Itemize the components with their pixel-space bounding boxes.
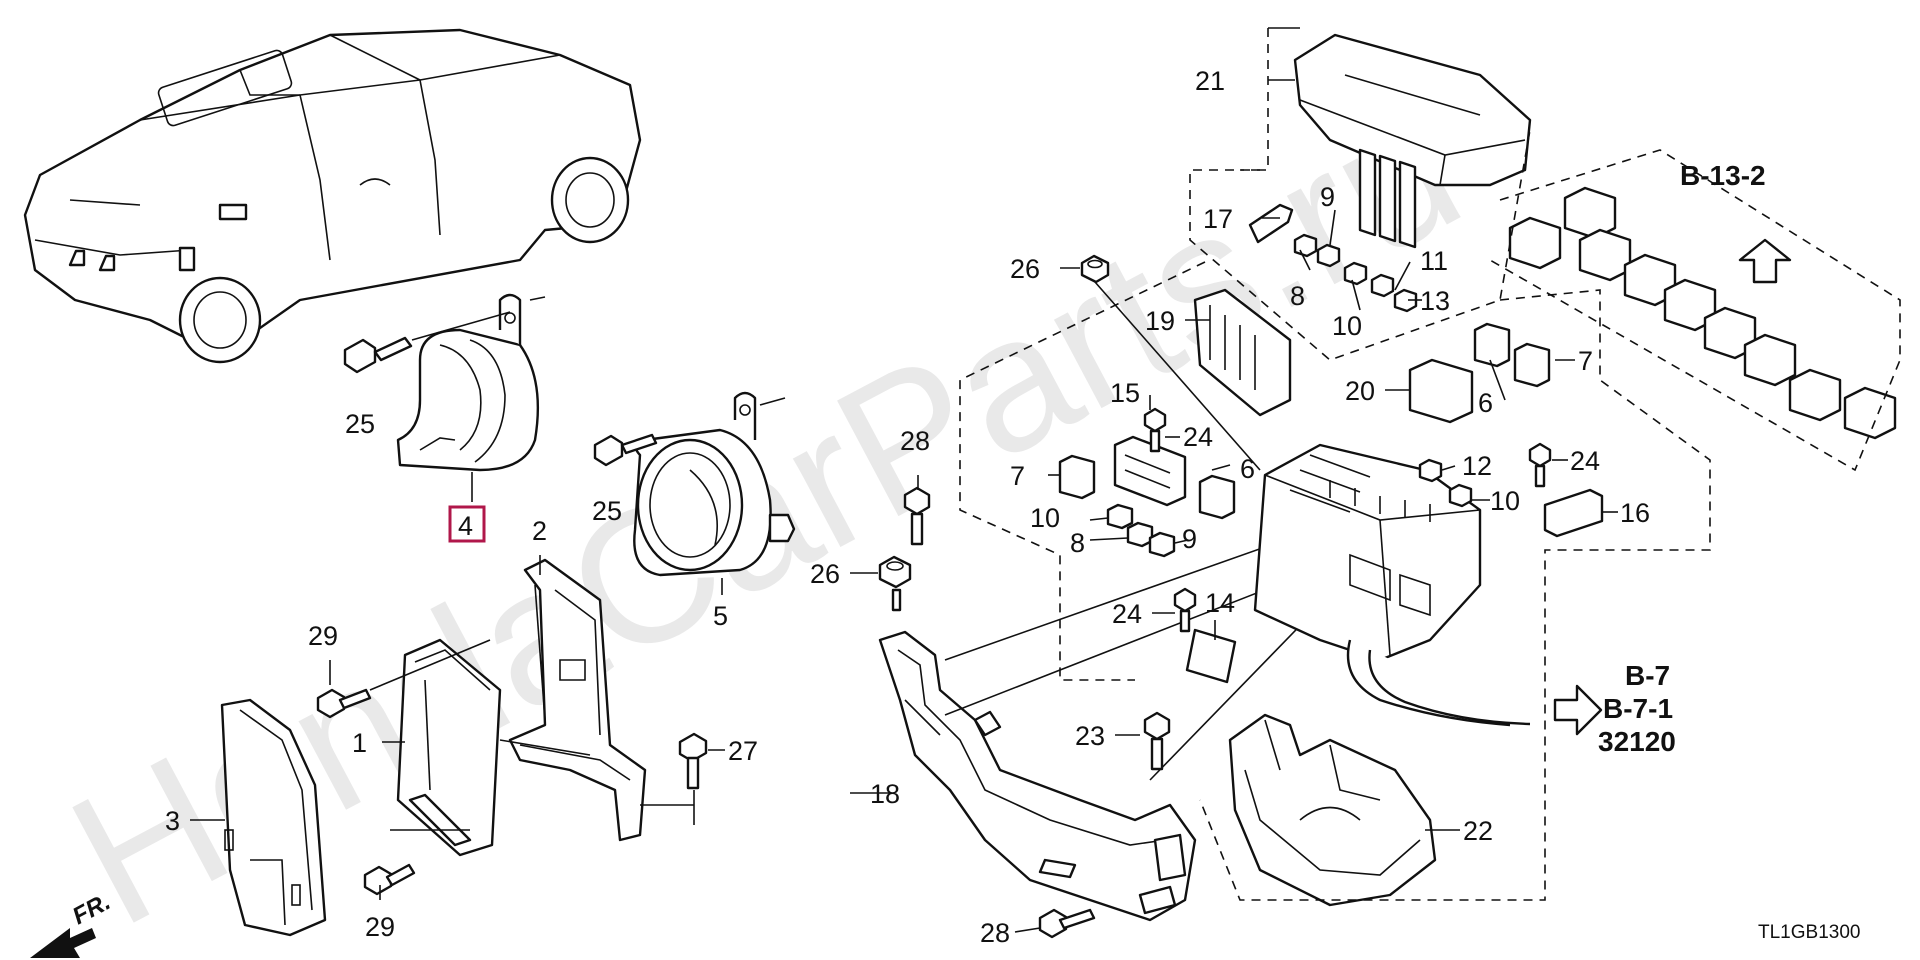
callout-9-lower: 9 xyxy=(1182,524,1197,554)
callout-1: 1 xyxy=(352,728,367,758)
bolt-27[interactable] xyxy=(678,732,708,790)
ref-b13-2[interactable]: B-13-2 xyxy=(1680,160,1766,191)
callout-26-upper: 26 xyxy=(1010,254,1040,284)
highlight-frame xyxy=(448,505,486,543)
fuse-9-small[interactable] xyxy=(1148,531,1176,558)
fuse-7-right[interactable] xyxy=(1513,342,1551,388)
fuse-10-small[interactable] xyxy=(1106,503,1134,530)
relay-box-cover[interactable] xyxy=(1293,33,1532,249)
front-label: FR. xyxy=(68,888,115,930)
diagram-code: TL1GB1300 xyxy=(1758,922,1860,943)
ref-b7-1[interactable]: B-7-1 xyxy=(1603,693,1673,724)
callout-24-lower: 24 xyxy=(1112,599,1142,629)
callout-21: 21 xyxy=(1195,66,1225,96)
callout-28-upper: 28 xyxy=(900,426,930,456)
fuse-8-top[interactable] xyxy=(1293,233,1318,258)
callout-5: 5 xyxy=(713,601,728,631)
vehicle-outline xyxy=(23,28,642,364)
callout-13: 13 xyxy=(1420,286,1450,316)
callout-6-right: 6 xyxy=(1478,388,1493,418)
relay-16[interactable] xyxy=(1543,488,1604,538)
bolt-25-upper[interactable] xyxy=(343,336,413,374)
ref-32120[interactable]: 32120 xyxy=(1598,726,1676,757)
ref-arrow-lower xyxy=(1553,684,1603,736)
bolt-28-upper[interactable] xyxy=(903,486,931,546)
bolt-25-lower[interactable] xyxy=(593,433,658,467)
callout-24-upper: 24 xyxy=(1183,422,1213,452)
nut-26-lower[interactable] xyxy=(878,555,912,589)
callout-10-lower: 10 xyxy=(1030,503,1060,533)
callout-18: 18 xyxy=(870,779,900,809)
horn-high[interactable] xyxy=(633,391,796,577)
nut-26-upper[interactable] xyxy=(1080,254,1110,284)
ref-arrow-upper xyxy=(1738,238,1792,284)
front-arrow-icon xyxy=(30,928,96,958)
fuse-6-mid[interactable] xyxy=(1198,474,1236,520)
callout-16: 16 xyxy=(1620,498,1650,528)
callout-7-left: 7 xyxy=(1010,461,1025,491)
callout-29-lower: 29 xyxy=(365,912,395,942)
ecu-cover[interactable] xyxy=(220,698,327,937)
bracket-17[interactable] xyxy=(1248,203,1294,244)
callout-24-right: 24 xyxy=(1570,446,1600,476)
callout-12: 12 xyxy=(1462,451,1492,481)
leader-lines xyxy=(190,209,1618,933)
bolt-29-lower[interactable] xyxy=(363,863,416,896)
fuse-12[interactable] xyxy=(1418,458,1443,483)
fuse-7-left[interactable] xyxy=(1058,454,1096,500)
callout-11: 11 xyxy=(1420,246,1448,276)
callout-23: 23 xyxy=(1075,721,1105,751)
fuse-13-top[interactable] xyxy=(1393,288,1418,313)
horn-low[interactable] xyxy=(396,293,540,472)
fuse-10-right[interactable] xyxy=(1448,483,1473,508)
callout-28-lower: 28 xyxy=(980,918,1010,948)
callout-8-lower: 8 xyxy=(1070,528,1085,558)
callout-3: 3 xyxy=(165,806,180,836)
fuse-6-right[interactable] xyxy=(1473,322,1511,368)
relay-20[interactable] xyxy=(1408,358,1474,424)
bracket-14[interactable] xyxy=(1185,628,1237,684)
callout-14: 14 xyxy=(1205,588,1235,618)
bolt-29-upper[interactable] xyxy=(316,688,372,719)
callout-10-upper: 10 xyxy=(1332,311,1362,341)
callout-25-upper: 25 xyxy=(345,409,375,439)
stud xyxy=(891,588,902,612)
callout-27: 27 xyxy=(728,736,758,766)
callout-20: 20 xyxy=(1345,376,1375,406)
bolt-24-upper[interactable] xyxy=(1143,407,1167,453)
ecu-bracket[interactable] xyxy=(499,558,647,842)
relay-group-b13-2[interactable] xyxy=(1508,186,1897,440)
bolt-28-lower[interactable] xyxy=(1038,908,1096,939)
callout-4: 4 xyxy=(458,511,473,541)
callout-22: 22 xyxy=(1463,816,1493,846)
bolt-23[interactable] xyxy=(1143,711,1171,771)
relay-box-lower-cover[interactable] xyxy=(1228,713,1437,907)
callout-6-mid: 6 xyxy=(1240,454,1255,484)
callout-labels: 1 2 3 4 5 6 6 7 7 8 8 9 9 10 10 10 11 12… xyxy=(165,66,1650,948)
bolt-24-lower[interactable] xyxy=(1173,587,1197,633)
fuse-9-top[interactable] xyxy=(1316,243,1341,268)
ecu-unit[interactable] xyxy=(396,638,502,857)
callout-2: 2 xyxy=(532,516,547,546)
callout-15: 15 xyxy=(1110,378,1140,408)
callout-17: 17 xyxy=(1203,204,1233,234)
callout-10-right: 10 xyxy=(1490,486,1520,516)
ref-b7[interactable]: B-7 xyxy=(1625,660,1670,691)
callout-25-lower: 25 xyxy=(592,496,622,526)
bolt-24-right[interactable] xyxy=(1528,442,1552,488)
callout-29-upper: 29 xyxy=(308,621,338,651)
relay-15[interactable] xyxy=(1113,435,1187,507)
fuse-11-top[interactable] xyxy=(1370,273,1395,298)
main-relay-box[interactable] xyxy=(1253,443,1531,727)
fuse-10-top[interactable] xyxy=(1343,261,1368,286)
relay-19[interactable] xyxy=(1193,288,1292,417)
callout-7-right: 7 xyxy=(1578,346,1593,376)
callout-19: 19 xyxy=(1145,306,1175,336)
relay-box-bracket[interactable] xyxy=(878,630,1197,922)
callout-9-upper: 9 xyxy=(1320,182,1335,212)
fuse-8-small[interactable] xyxy=(1126,521,1154,548)
callout-8-upper: 8 xyxy=(1290,281,1305,311)
callout-26-lower: 26 xyxy=(810,559,840,589)
